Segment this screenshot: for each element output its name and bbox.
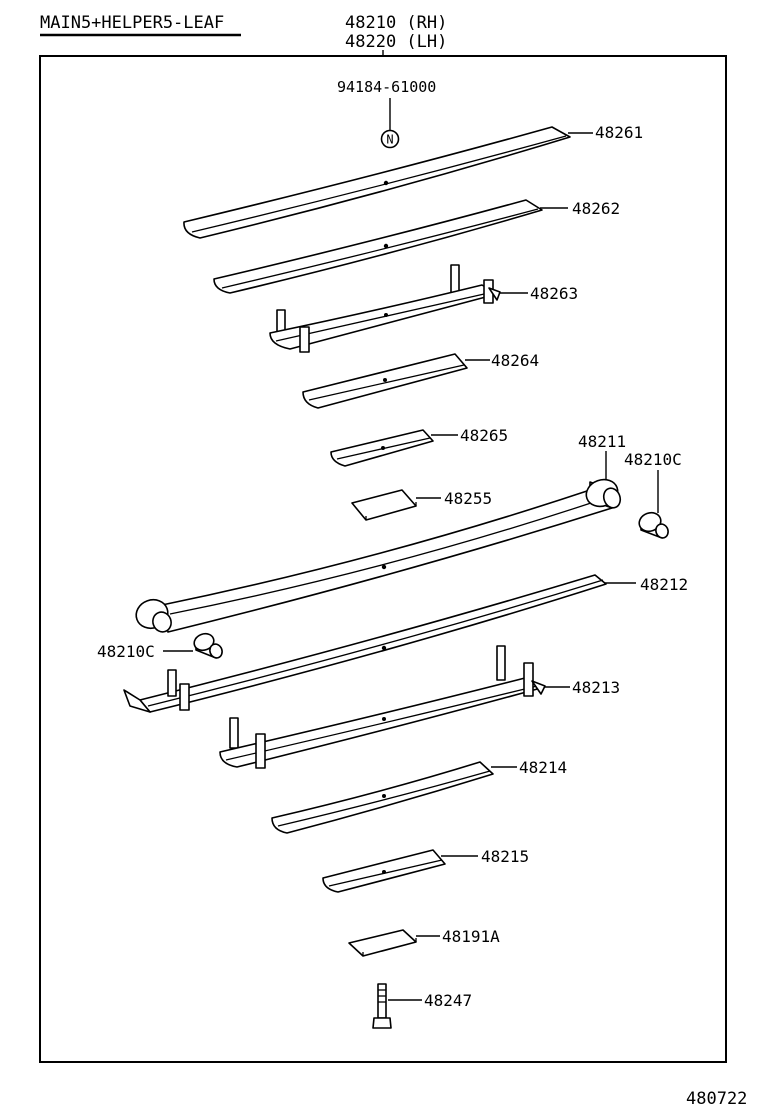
- leaf-48215-icon: [322, 849, 446, 893]
- leaf-48262-label: 48262: [572, 199, 620, 218]
- assembly-type-label: MAIN5+HELPER5-LEAF: [40, 13, 224, 33]
- nut-symbol-icon: [380, 129, 400, 149]
- nut-symbol-letter: N: [386, 133, 393, 147]
- leaf-48215-label: 48215: [481, 847, 529, 866]
- leaf-48264-icon: [302, 353, 468, 409]
- bushing-48210c-left-label: 48210C: [97, 642, 155, 661]
- bushing-48210c-right-label: 48210C: [624, 450, 682, 469]
- leaf-48262-icon: [213, 199, 543, 294]
- bolt-48247-label: 48247: [424, 991, 472, 1010]
- bolt-48247-icon: [372, 983, 392, 1029]
- leaf-48213-label: 48213: [572, 678, 620, 697]
- leaf-48214-icon: [271, 761, 494, 834]
- leaf-48211-icon: [135, 478, 622, 633]
- pad-48255-label: 48255: [444, 489, 492, 508]
- assembly-rh-label: 48210 (RH): [345, 13, 447, 33]
- assembly-lh-label: 48220 (LH): [345, 32, 447, 52]
- pad-48255-icon: [351, 489, 417, 521]
- leaf-48265-icon: [330, 429, 434, 467]
- bushing-48210c-left-icon: [193, 632, 223, 659]
- leaf-48263-icon: [269, 264, 501, 353]
- leaf-48265-label: 48265: [460, 426, 508, 445]
- drawing-code: 480722: [686, 1089, 747, 1109]
- leaf-48261-label: 48261: [595, 123, 643, 142]
- leaf-48213-icon: [219, 645, 546, 769]
- leaf-48212-label: 48212: [640, 575, 688, 594]
- leaf-48211-label: 48211: [578, 432, 626, 451]
- leaf-48214-label: 48214: [519, 758, 567, 777]
- leaf-48261-icon: [183, 126, 571, 239]
- pad-48191a-label: 48191A: [442, 927, 500, 946]
- bushing-48210c-right-icon: [638, 511, 669, 539]
- nut-part-number: 94184-61000: [337, 78, 436, 96]
- leaf-48264-label: 48264: [491, 351, 539, 370]
- diagram-frame: [39, 55, 727, 1063]
- leaf-48212-icon: [123, 574, 607, 713]
- pad-48191a-icon: [348, 929, 417, 957]
- leaf-48263-label: 48263: [530, 284, 578, 303]
